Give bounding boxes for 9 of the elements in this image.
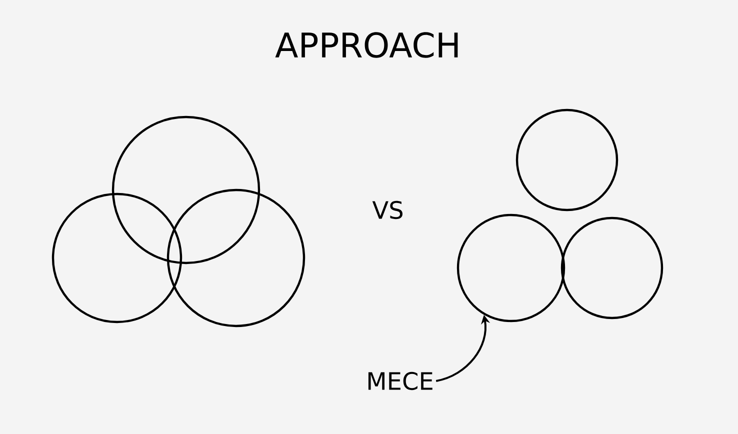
node-text: MECE bbox=[368, 372, 432, 390]
circle-outline bbox=[52, 192, 182, 324]
vs-label: VS bbox=[372, 200, 402, 220]
circle-outline bbox=[112, 116, 260, 264]
circle-outline bbox=[560, 216, 664, 320]
circle-outline bbox=[456, 214, 566, 322]
title: APPROACH bbox=[275, 32, 458, 58]
circle-outline bbox=[166, 188, 306, 328]
circle-outline bbox=[516, 108, 618, 212]
